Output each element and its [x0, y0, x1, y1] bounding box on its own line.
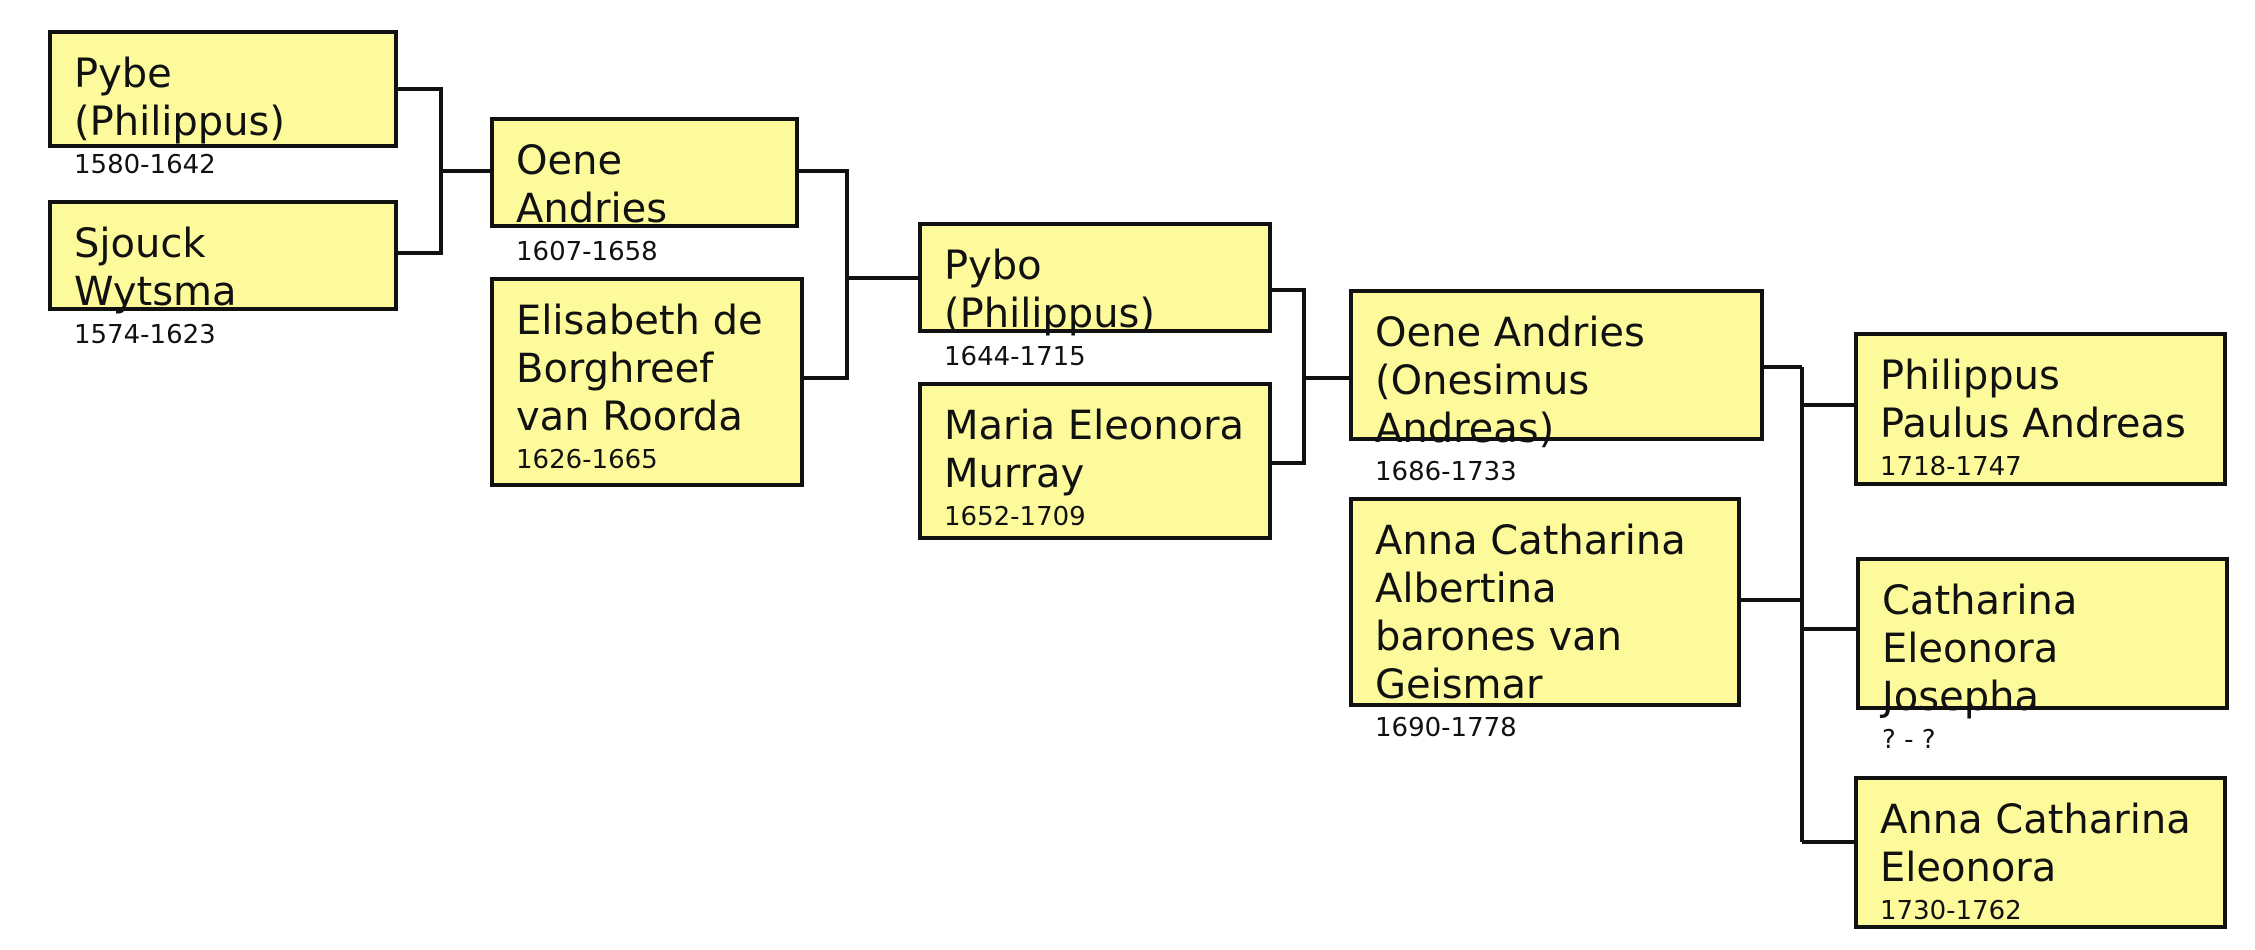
person-box-oene-andries-1686: Oene Andries (Onesimus Andreas) 1686-173… [1349, 289, 1764, 487]
person-box-sjouck: Sjouck Wytsma 1574-1623 [48, 200, 398, 350]
person-name: Sjouck Wytsma [74, 221, 237, 315]
person-box-elisabeth: Elisabeth de Borghreef van Roorda 1626-1… [490, 277, 804, 487]
person-dates: 1690-1778 [1375, 713, 1517, 743]
person-dates: 1574-1623 [74, 320, 216, 350]
person-dates: 1580-1642 [74, 150, 216, 180]
person-dates: 1686-1733 [1375, 457, 1517, 487]
person-dates: ? - ? [1882, 725, 1936, 755]
person-name: Philippus Paulus Andreas [1880, 353, 2186, 447]
person-box-philippus-paulus: Philippus Paulus Andreas 1718-1747 [1854, 332, 2227, 486]
person-dates: 1644-1715 [944, 342, 1086, 372]
connector-line [799, 169, 918, 380]
person-name: Elisabeth de Borghreef van Roorda [516, 298, 763, 440]
person-box-anna-catharina-albertina: Anna Catharina Albertina barones van Gei… [1349, 497, 1741, 743]
person-box-catharina-eleonora: Catharina Eleonora Josepha ? - ? [1856, 557, 2229, 755]
person-dates: 1652-1709 [944, 502, 1086, 532]
person-box-anna-catharina-eleonora: Anna Catharina Eleonora 1730-1762 [1854, 776, 2227, 929]
person-name: Anna Catharina Eleonora [1880, 797, 2191, 891]
person-dates: 1730-1762 [1880, 896, 2022, 926]
person-dates: 1626-1665 [516, 445, 658, 475]
person-dates: 1607-1658 [516, 237, 658, 267]
person-box-pybe: Pybe (Philippus) 1580-1642 [48, 30, 398, 180]
person-name: Oene Andries (Onesimus Andreas) [1375, 310, 1645, 452]
person-box-oene-andries-1607: Oene Andries 1607-1658 [490, 117, 799, 267]
person-box-pybo: Pybo (Philippus) 1644-1715 [918, 222, 1272, 372]
person-name: Pybe (Philippus) [74, 51, 285, 145]
connector-line [1741, 365, 1856, 844]
person-box-maria-eleonora: Maria Eleonora Murray 1652-1709 [918, 382, 1272, 540]
connector-line [1272, 288, 1349, 465]
person-name: Pybo (Philippus) [944, 243, 1155, 337]
person-name: Oene Andries [516, 138, 668, 232]
connector-line [398, 87, 490, 255]
person-dates: 1718-1747 [1880, 452, 2022, 482]
person-name: Maria Eleonora Murray [944, 403, 1245, 497]
person-name: Catharina Eleonora Josepha [1882, 578, 2078, 720]
person-name: Anna Catharina Albertina barones van Gei… [1375, 518, 1686, 708]
